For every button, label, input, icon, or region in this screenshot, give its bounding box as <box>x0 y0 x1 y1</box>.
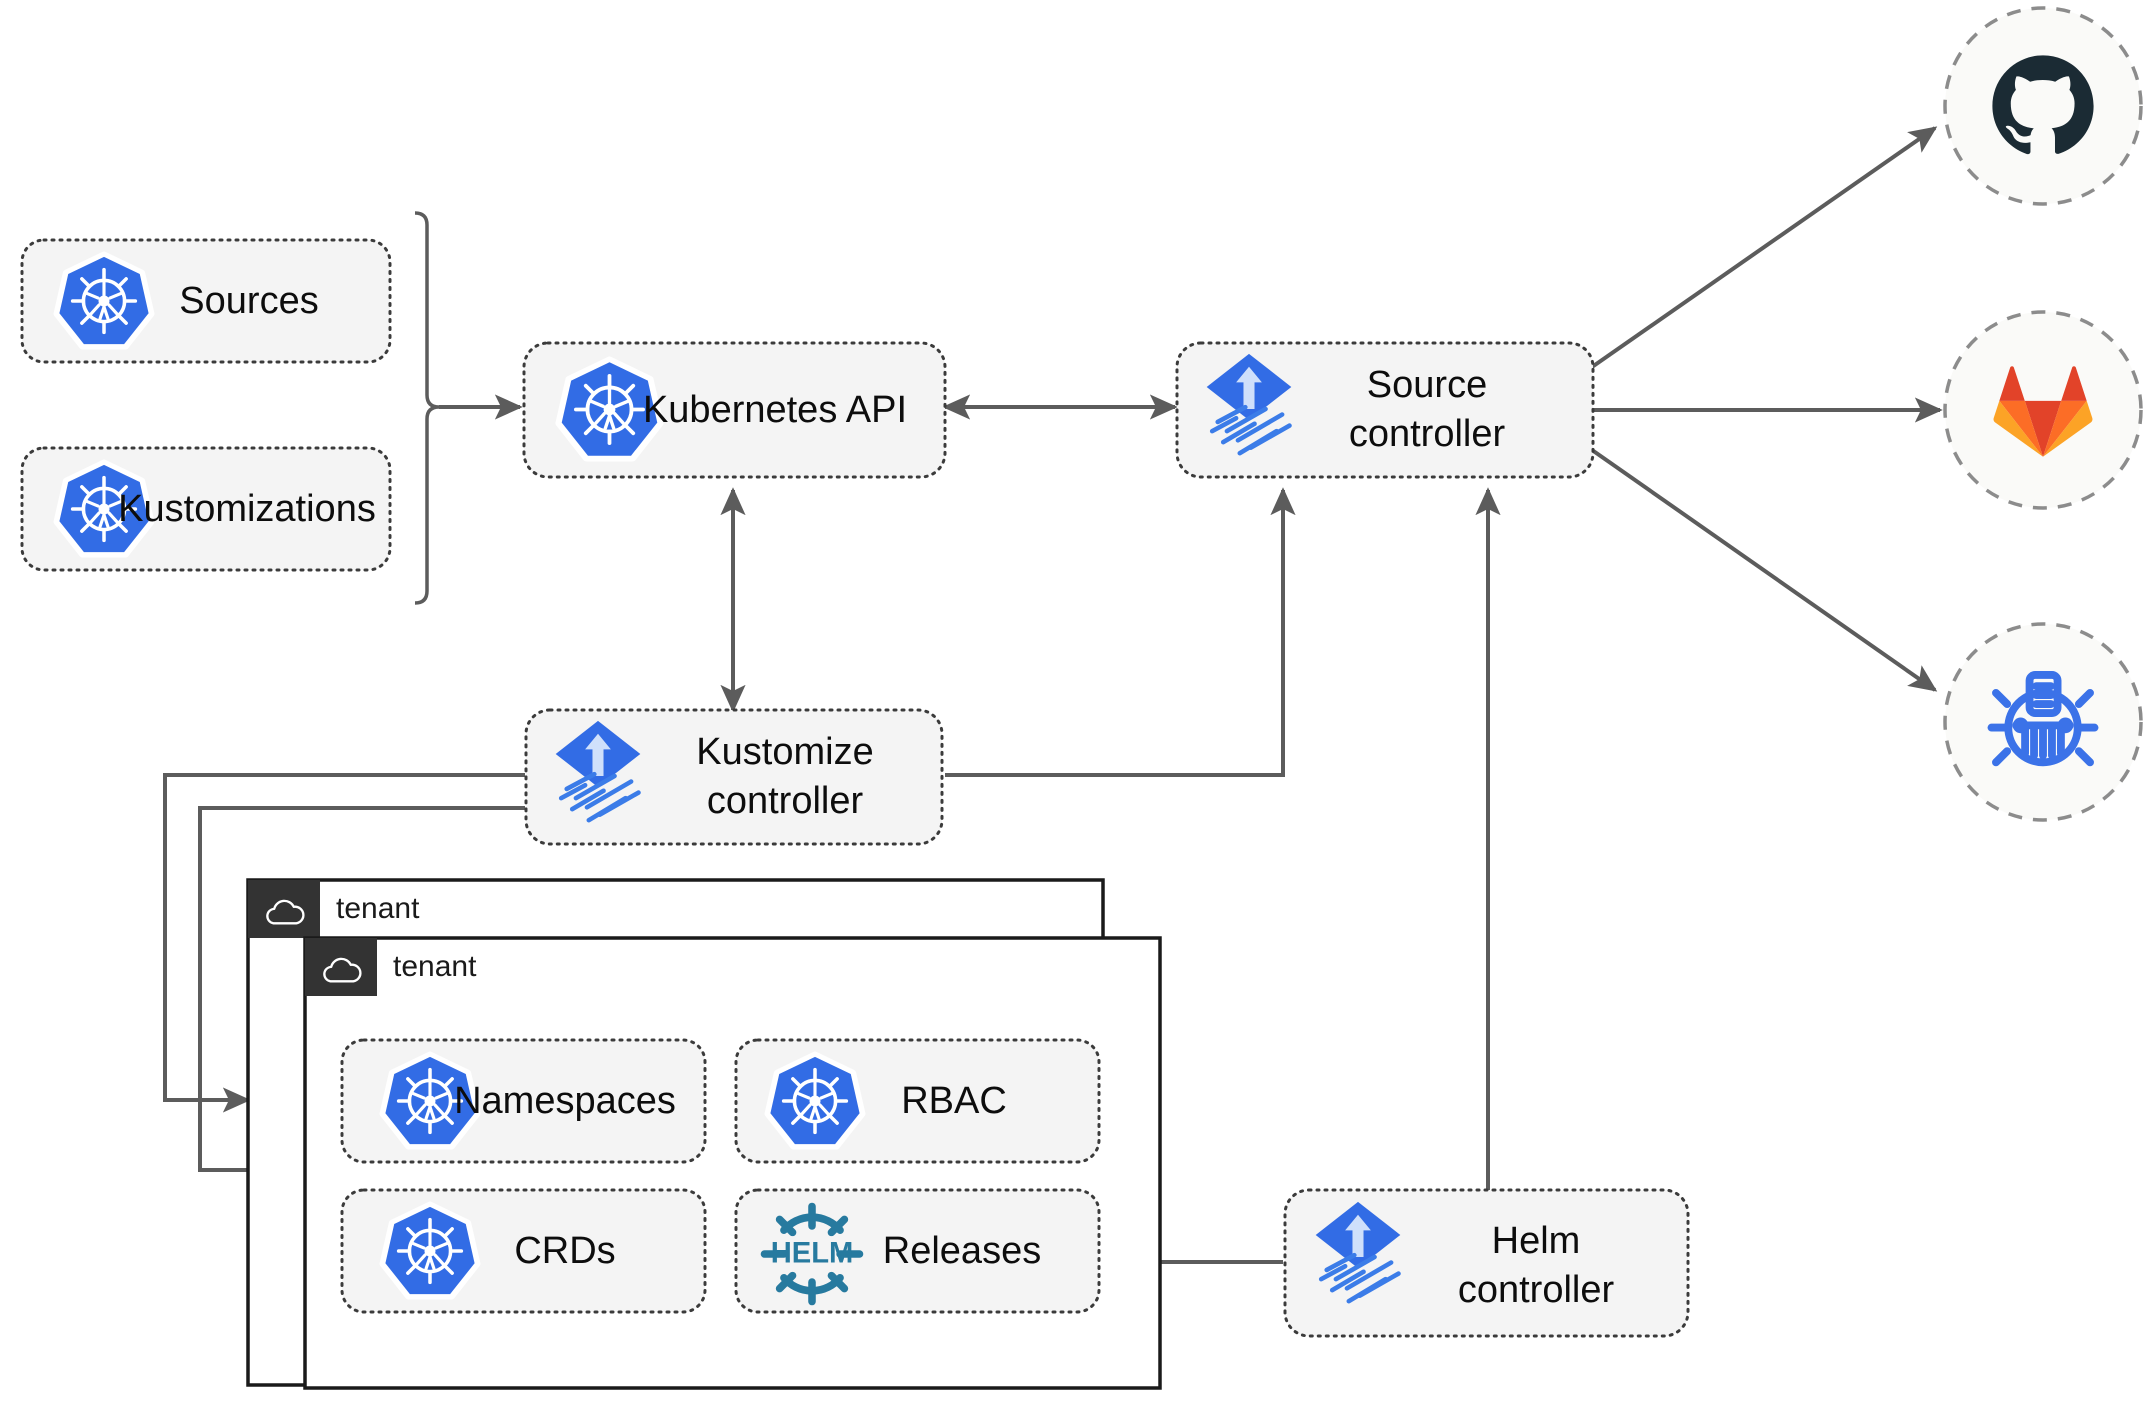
node-label-kustomize-controller-line1: Kustomize <box>696 731 873 773</box>
node-label-sources: Sources <box>179 280 318 322</box>
tenant-label-2: tenant <box>393 950 477 983</box>
kubernetes-icon <box>57 255 151 346</box>
node-crds[interactable]: CRDs <box>340 1188 707 1314</box>
node-label-source-controller-line1: Source <box>1367 364 1487 406</box>
node-source-controller[interactable]: Source controller <box>1175 341 1595 479</box>
node-kustomize-controller[interactable]: Kustomize controller <box>524 708 944 846</box>
node-label-kustomize-controller-line2: controller <box>707 780 864 822</box>
edge-source-to-bucket <box>1590 448 1938 692</box>
kubernetes-icon <box>768 1055 862 1146</box>
node-kubernetes-api[interactable]: Kubernetes API <box>522 341 947 479</box>
node-label-namespaces: Namespaces <box>454 1080 676 1122</box>
sources-group-bracket <box>414 211 440 605</box>
edge-source-to-github <box>1590 126 1938 369</box>
node-gitlab[interactable] <box>1943 310 2143 510</box>
node-bucket[interactable] <box>1943 622 2143 822</box>
node-label-crds: CRDs <box>514 1230 615 1272</box>
node-label-helm-controller-line1: Helm <box>1492 1220 1581 1262</box>
node-releases[interactable]: Releases <box>734 1188 1101 1314</box>
node-rbac[interactable]: RBAC <box>734 1038 1101 1164</box>
helm-icon <box>764 1206 859 1301</box>
tenant-tab-2 <box>305 938 377 996</box>
node-helm-controller[interactable]: Helm controller <box>1283 1188 1690 1338</box>
node-label-source-controller-line2: controller <box>1349 413 1506 455</box>
node-label-rbac: RBAC <box>901 1080 1007 1122</box>
node-namespaces[interactable]: Namespaces <box>340 1038 707 1164</box>
node-label-releases: Releases <box>883 1230 1041 1272</box>
tenant-label-1: tenant <box>336 892 420 925</box>
node-github[interactable] <box>1943 6 2143 206</box>
tenant-tab-1 <box>248 880 320 938</box>
node-label-kubernetes-api: Kubernetes API <box>643 389 907 431</box>
node-label-helm-controller-line2: controller <box>1458 1269 1615 1311</box>
tenant-container-2[interactable]: tenant <box>303 936 1162 1390</box>
edge-kustomize-to-source-controller <box>945 487 1296 777</box>
node-label-kustomizations: Kustomizations <box>118 488 376 530</box>
node-sources[interactable]: Sources <box>20 238 392 364</box>
edge-kustomize-to-tenant-1 <box>163 773 525 1113</box>
kubernetes-icon <box>383 1205 477 1296</box>
node-kustomizations[interactable]: Kustomizations <box>20 446 392 572</box>
